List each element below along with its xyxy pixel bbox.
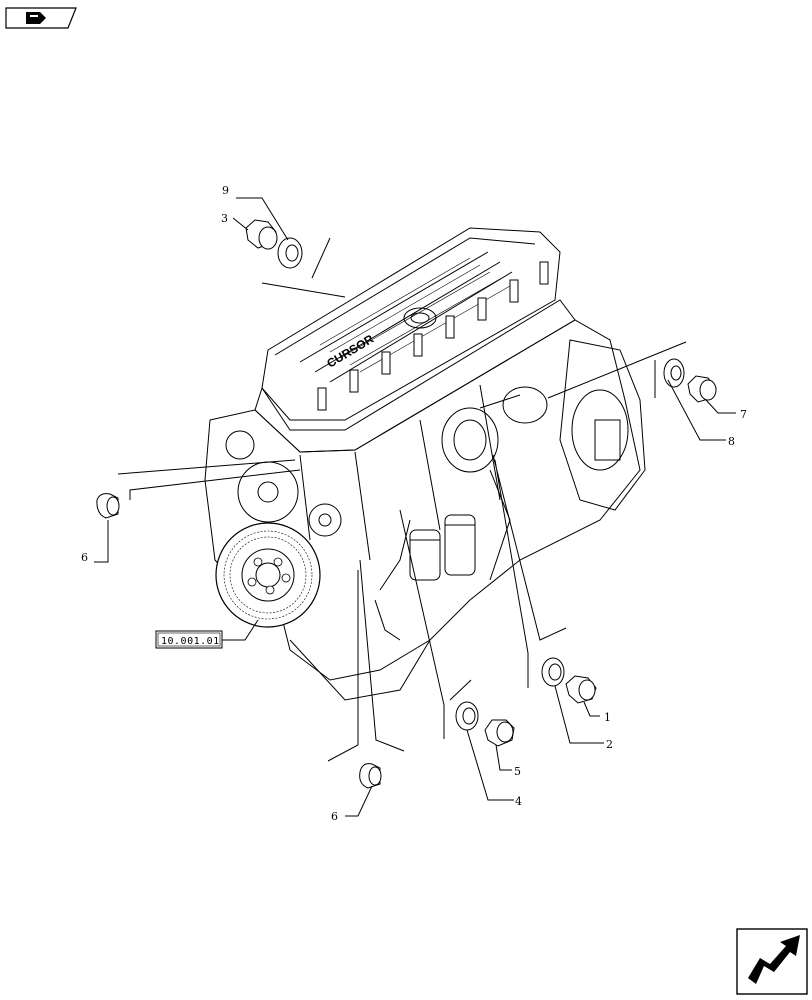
callout-4: 4 (515, 795, 522, 808)
part-1-plug (565, 675, 597, 704)
part-4-washer (455, 701, 479, 731)
callout-labels: 9 3 7 8 6 1 2 5 4 6 (81, 184, 747, 823)
callout-5: 5 (514, 765, 521, 778)
part-3-plug (245, 219, 278, 250)
engine-illustration: CURSOR (204, 227, 646, 701)
part-6-bush-upper (96, 493, 120, 519)
back-to-index-icon[interactable] (5, 7, 77, 29)
next-page-icon[interactable] (736, 928, 808, 995)
callout-8: 8 (728, 435, 735, 448)
callout-2: 2 (606, 738, 613, 751)
part-8-washer (663, 358, 685, 388)
reference-box[interactable]: 10.001.01 (155, 619, 259, 649)
callout-9: 9 (222, 184, 229, 197)
reference-box-text: 10.001.01 (161, 636, 220, 647)
part-2-washer (541, 657, 565, 687)
callout-6-upper: 6 (81, 551, 88, 564)
part-7-plug (687, 375, 717, 403)
callout-3: 3 (221, 212, 228, 225)
callout-1: 1 (604, 711, 611, 724)
part-6-bush-lower (359, 763, 382, 789)
callout-6-lower: 6 (331, 810, 338, 823)
leader-lines (94, 197, 736, 817)
part-9-washer (277, 237, 303, 269)
part-5-plug (484, 719, 515, 747)
callout-7: 7 (740, 408, 747, 421)
